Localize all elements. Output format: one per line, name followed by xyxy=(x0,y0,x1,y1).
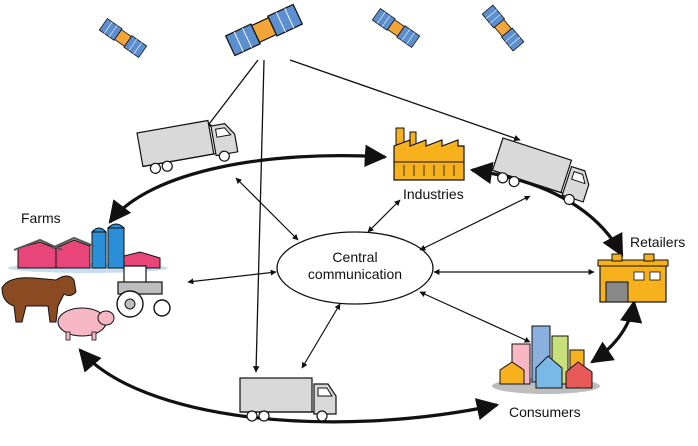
satellite-icon-main xyxy=(225,3,303,57)
central-line-1: Central xyxy=(332,249,378,265)
spoke-industries xyxy=(367,199,401,233)
signal-line-truck-farms xyxy=(205,59,259,129)
spoke-truck-top-right xyxy=(419,195,531,251)
central-line-2: communication xyxy=(307,266,403,282)
spoke-truck-top-left xyxy=(235,177,299,241)
shop-icon xyxy=(597,253,669,303)
central-communication-label: Central communication xyxy=(278,249,432,283)
pig-icon xyxy=(57,307,115,341)
factory-icon xyxy=(393,127,465,181)
truck-icon-top-right xyxy=(489,137,595,210)
signal-line-truck-retail xyxy=(289,59,521,142)
tractor-icon xyxy=(116,265,171,318)
farms-label: Farms xyxy=(21,210,61,226)
cow-icon xyxy=(1,275,77,323)
truck-icon-bottom xyxy=(239,377,337,422)
signal-line-truck-consumers xyxy=(252,59,265,373)
flow-arc-retailers-consumers xyxy=(590,299,643,364)
satellite-icon-4 xyxy=(481,4,525,52)
satellite-icon-1 xyxy=(98,18,148,58)
retailers-label: Retailers xyxy=(630,234,686,250)
consumers-label: Consumers xyxy=(509,404,581,420)
spoke-truck-bottom xyxy=(301,303,341,369)
industries-label: Industries xyxy=(403,186,464,202)
flow-arc-industries-farms xyxy=(108,144,388,224)
spoke-consumers xyxy=(419,291,531,343)
satellite-icon-3 xyxy=(371,8,421,48)
spoke-farms xyxy=(187,269,277,285)
city-icon xyxy=(492,325,600,394)
flow-arc-industries-retailers xyxy=(469,161,624,257)
central-communication-node xyxy=(276,231,434,305)
